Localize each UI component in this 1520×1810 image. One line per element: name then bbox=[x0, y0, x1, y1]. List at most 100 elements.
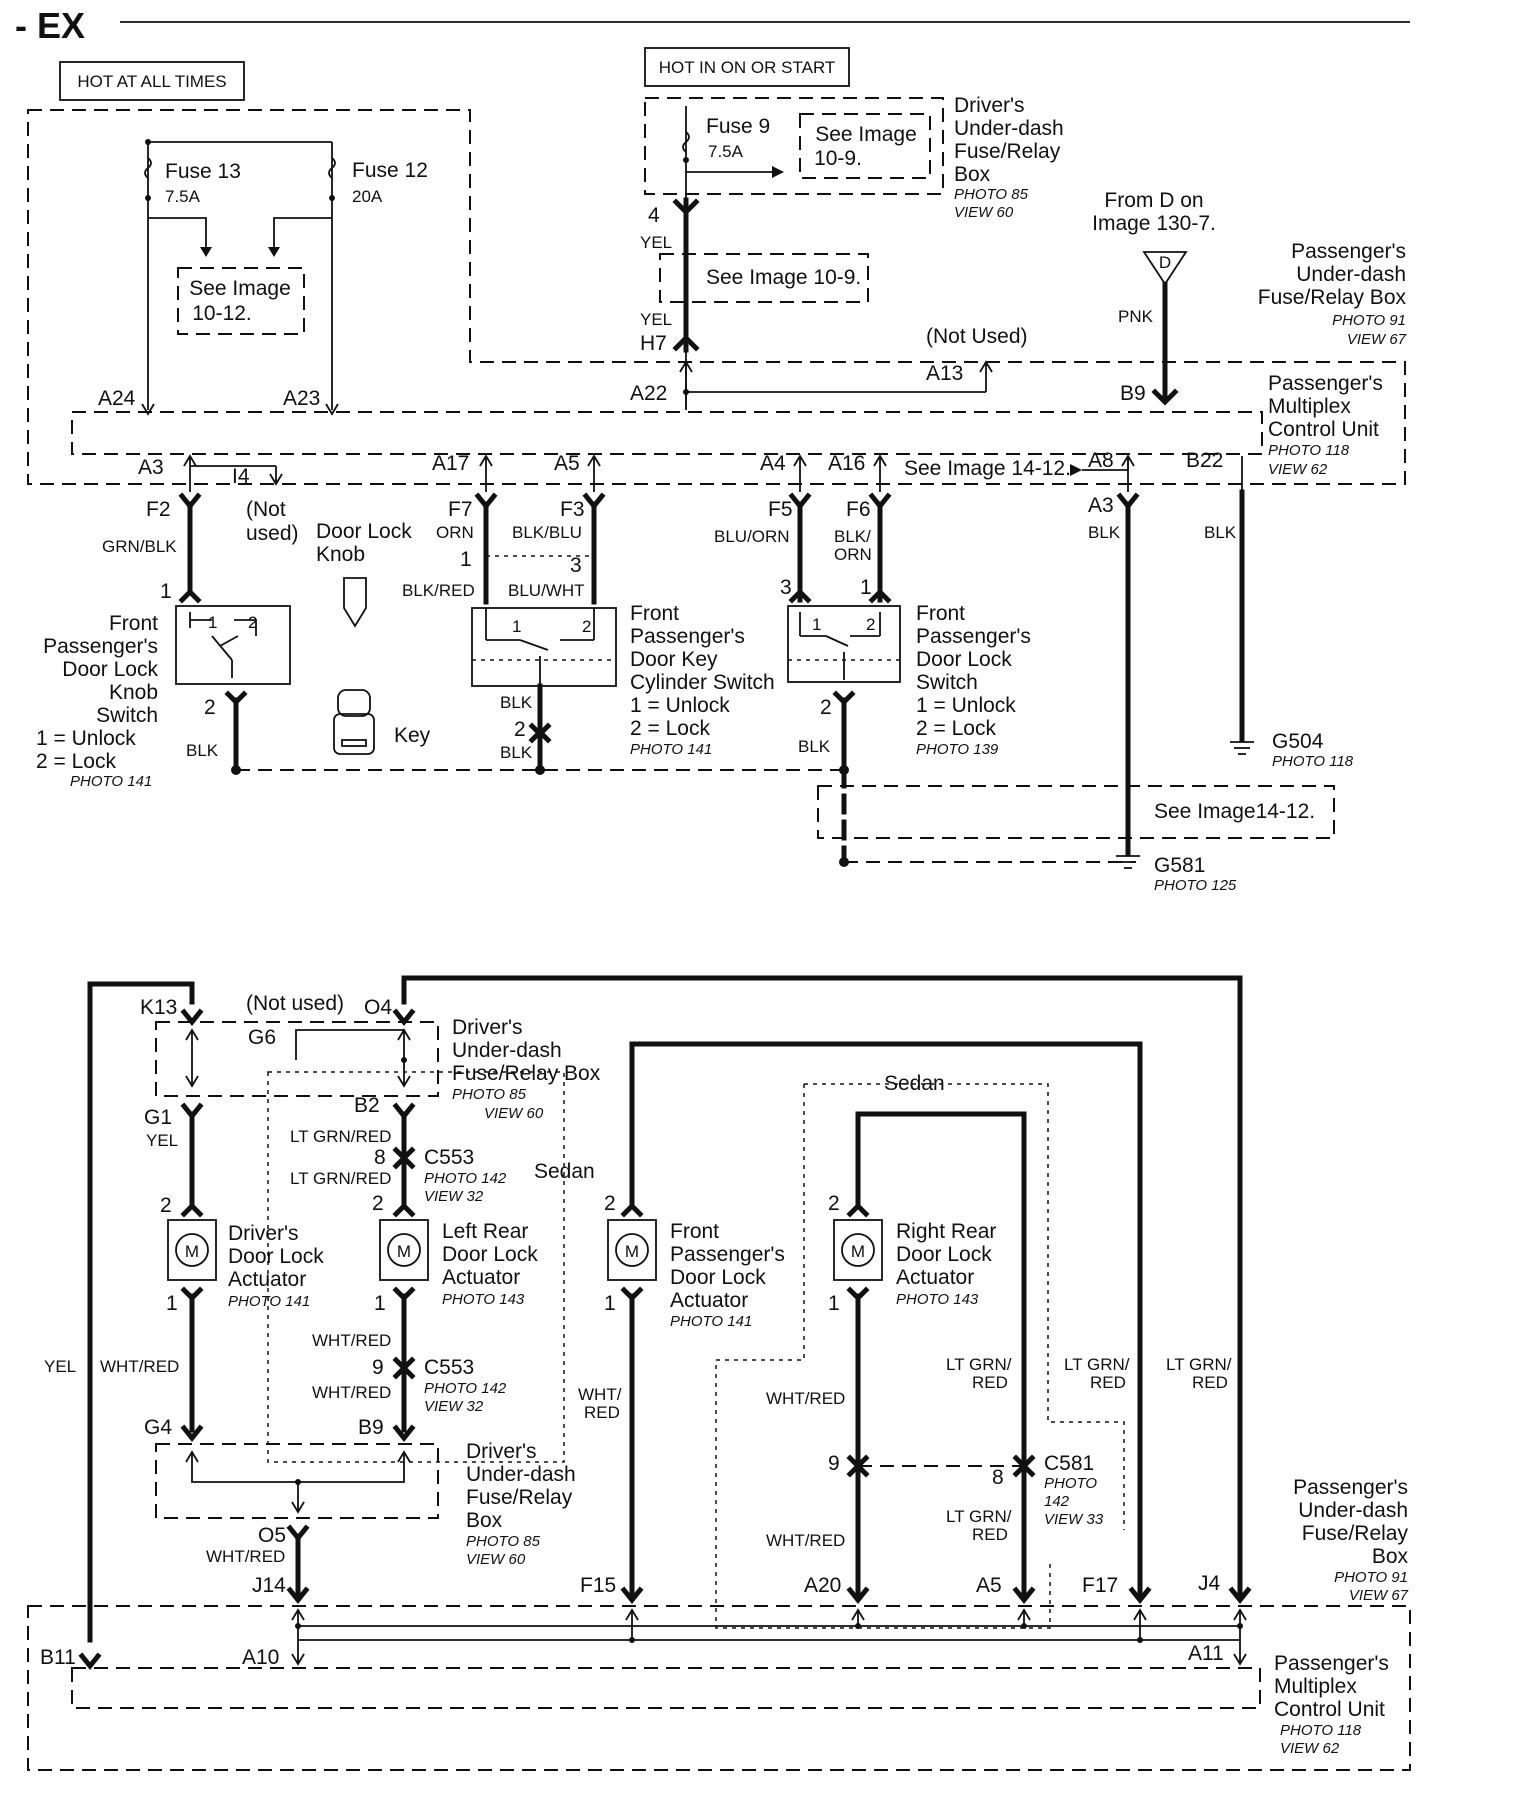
see-10-12-line2: 10-12. bbox=[192, 302, 252, 325]
wire-wht-red-rr2: WHT/RED bbox=[766, 1531, 845, 1550]
knob-l2: Passenger's bbox=[43, 635, 158, 658]
pin-I4: I4 bbox=[232, 465, 250, 488]
key-label: Key bbox=[394, 724, 431, 747]
lock-sw-photo: PHOTO 139 bbox=[916, 741, 999, 758]
knob-sw-pin2: 2 bbox=[248, 613, 257, 632]
wire-grn-blk: GRN/BLK bbox=[102, 537, 177, 556]
drivers-fuse-b1-l2: Under-dash bbox=[452, 1039, 562, 1062]
pin-O5: O5 bbox=[258, 1524, 286, 1547]
pass-fuse-bot-l4: Box bbox=[1372, 1545, 1409, 1568]
c553a-name: C553 bbox=[424, 1146, 474, 1169]
pin-A20: A20 bbox=[804, 1574, 841, 1597]
cyl-l2: Passenger's bbox=[630, 625, 745, 648]
ground-g581-icon bbox=[1116, 855, 1140, 869]
wire-blk-red: BLK/RED bbox=[402, 581, 475, 600]
wire-ltgrn-rr-l3: LT GRN/ bbox=[946, 1507, 1012, 1526]
wire-yel-2: YEL bbox=[640, 310, 672, 329]
drivers-fuse-top-l3: Fuse/Relay bbox=[954, 140, 1061, 163]
act-rr-l3: Actuator bbox=[896, 1266, 974, 1289]
fuse9-rating: 7.5A bbox=[708, 142, 744, 161]
cyl-sw-pin1: 1 bbox=[512, 617, 521, 636]
fuse12-icon bbox=[328, 157, 336, 179]
door-lock-knob-icon bbox=[343, 577, 367, 628]
driver-actuator-motor-icon bbox=[167, 1219, 217, 1281]
knob-l7: 2 = Lock bbox=[36, 750, 116, 773]
act-lr-l1: Left Rear bbox=[442, 1220, 528, 1243]
wire-ltgrn-j4-l1: LT GRN/ bbox=[1166, 1355, 1232, 1374]
g504-name: G504 bbox=[1272, 730, 1324, 753]
act-rr-pin1: 1 bbox=[828, 1292, 840, 1315]
multiplex-unit-outline bbox=[71, 411, 1263, 455]
c553a-photo: PHOTO 142 bbox=[424, 1170, 507, 1187]
ground-g504-icon bbox=[1230, 741, 1254, 755]
pass-fuse-top-l2: Under-dash bbox=[1296, 263, 1406, 286]
pmcu-top-view: VIEW 62 bbox=[1268, 461, 1328, 478]
pass-fuse-top-photo: PHOTO 91 bbox=[1332, 312, 1406, 329]
pmcu-bot-l3: Control Unit bbox=[1274, 1698, 1385, 1721]
c581-name: C581 bbox=[1044, 1452, 1094, 1475]
passenger-fuse-relay-box-outline bbox=[27, 109, 1406, 485]
drivers-fuse-top-l1: Driver's bbox=[954, 94, 1025, 117]
pin-F17: F17 bbox=[1082, 1574, 1118, 1597]
pin-A8: A8 bbox=[1088, 449, 1114, 472]
door-lock-knob-l2: Knob bbox=[316, 543, 365, 566]
wire-blk-cyl2: BLK bbox=[500, 743, 533, 762]
cyl-pin-1: 1 bbox=[460, 548, 472, 571]
cyl-l3: Door Key bbox=[630, 648, 718, 671]
left-rear-actuator-motor-icon bbox=[379, 1219, 429, 1281]
drivers-fuse-top-l4: Box bbox=[954, 163, 991, 186]
knob-pin-2: 2 bbox=[204, 696, 216, 719]
pmcu-top-l2: Multiplex bbox=[1268, 395, 1351, 418]
c581-l2: 142 bbox=[1044, 1493, 1070, 1510]
sw-pin-1: 1 bbox=[860, 576, 872, 599]
pin-B9-top: B9 bbox=[1120, 382, 1146, 405]
lock-sw-l3: Door Lock bbox=[916, 648, 1012, 671]
from-d-line2: Image 130-7. bbox=[1092, 212, 1216, 235]
pin-G4: G4 bbox=[144, 1416, 172, 1439]
act-rr-pin2: 2 bbox=[828, 1192, 840, 1215]
drivers-fuse-top-l2: Under-dash bbox=[954, 117, 1064, 140]
drivers-fuse-b2-view: VIEW 60 bbox=[466, 1551, 526, 1568]
see-10-12-line1: See Image bbox=[189, 277, 291, 300]
c553b-photo: PHOTO 142 bbox=[424, 1380, 507, 1397]
drivers-fuse-b1-view: VIEW 60 bbox=[484, 1105, 544, 1122]
wire-pnk: PNK bbox=[1118, 307, 1154, 326]
hot-in-on-label: HOT IN ON OR START bbox=[659, 58, 836, 77]
pin-G1: G1 bbox=[144, 1106, 172, 1129]
act-drv-l2: Door Lock bbox=[228, 1245, 324, 1268]
act-lr-motor: M bbox=[397, 1242, 411, 1261]
not-used-top: (Not Used) bbox=[926, 325, 1028, 348]
act-fp-l3: Door Lock bbox=[670, 1266, 766, 1289]
sedan-label-1: Sedan bbox=[534, 1160, 595, 1183]
pass-fuse-bot-outline bbox=[27, 1605, 1411, 1771]
c553b-pin9: 9 bbox=[372, 1356, 384, 1379]
pmcu-bot-view: VIEW 62 bbox=[1280, 1740, 1340, 1757]
pin-A24: A24 bbox=[98, 387, 136, 410]
fuse12-name: Fuse 12 bbox=[352, 159, 428, 182]
pin-F3: F3 bbox=[560, 498, 585, 521]
drivers-fuse-b2-l4: Box bbox=[466, 1509, 503, 1532]
wire-blk-a3: BLK bbox=[1088, 523, 1121, 542]
door-lock-switch-body bbox=[787, 605, 901, 683]
pin-F15: F15 bbox=[580, 1574, 616, 1597]
pin-J14: J14 bbox=[252, 1574, 286, 1597]
c581-pin8: 8 bbox=[992, 1466, 1004, 1489]
wire-ltgrn-rr-l4: RED bbox=[972, 1525, 1008, 1544]
wire-blk-b22: BLK bbox=[1204, 523, 1237, 542]
act-drv-pin2: 2 bbox=[160, 1194, 172, 1217]
pin-A5: A5 bbox=[554, 452, 580, 475]
wire-blk-orn-l1: BLK/ bbox=[834, 527, 871, 546]
g581-name: G581 bbox=[1154, 854, 1205, 877]
knob-switch-body bbox=[175, 605, 291, 685]
act-fp-photo: PHOTO 141 bbox=[670, 1313, 752, 1330]
sw-pin-3: 3 bbox=[780, 576, 792, 599]
pass-fuse-bot-photo: PHOTO 91 bbox=[1334, 1569, 1408, 1586]
see-10-9: See Image 10-9. bbox=[706, 266, 861, 289]
cyl-pin-3: 3 bbox=[570, 554, 582, 577]
c553b-name: C553 bbox=[424, 1356, 474, 1379]
pin-F5: F5 bbox=[768, 498, 793, 521]
model-heading: - EX bbox=[15, 5, 85, 46]
wire-wht-red-lr2: WHT/RED bbox=[312, 1383, 391, 1402]
wire-wht-red-lr1: WHT/RED bbox=[312, 1331, 391, 1350]
g581-photo: PHOTO 125 bbox=[1154, 877, 1237, 894]
